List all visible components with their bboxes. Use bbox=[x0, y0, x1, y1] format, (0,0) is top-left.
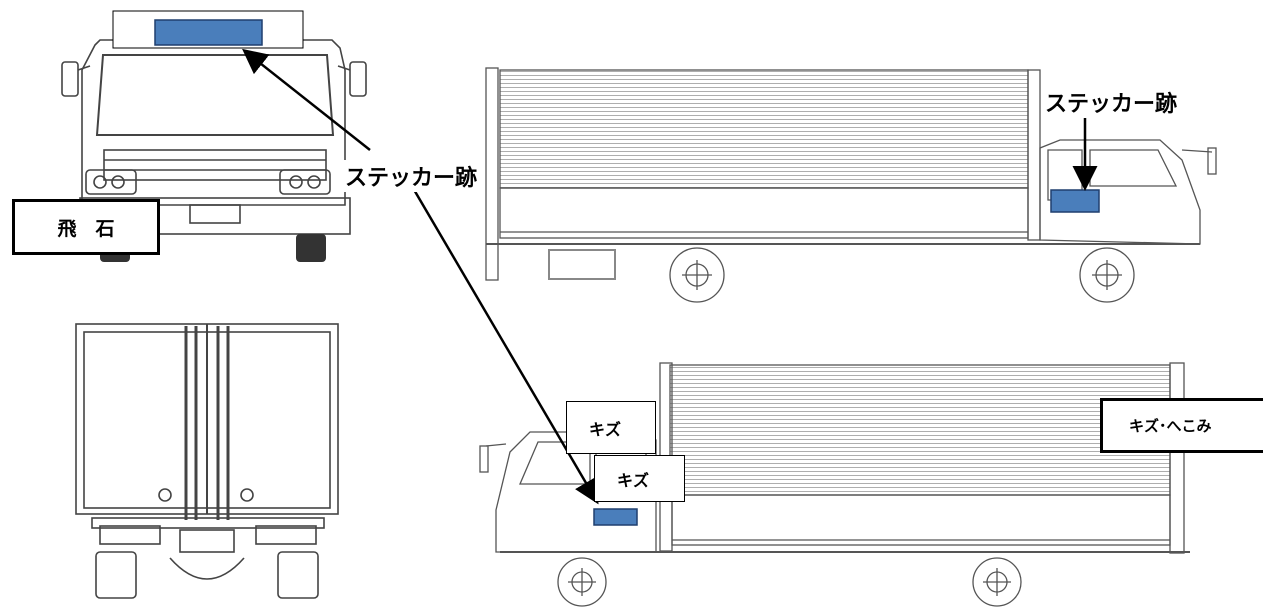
flying-stone-label: 飛 石 bbox=[12, 199, 160, 255]
front-sticker-marker bbox=[154, 19, 263, 46]
arrow-to-front-sticker bbox=[242, 48, 371, 151]
sticker-mark-label-2: ステッカー跡 bbox=[1043, 86, 1180, 118]
scratch-dent-label: キズ･へこみ bbox=[1100, 398, 1263, 453]
side1-rear-panel bbox=[548, 249, 616, 280]
scratch-label-2: キズ bbox=[594, 455, 685, 502]
scratch-dent-text: キズ･へこみ bbox=[1129, 417, 1212, 435]
scratch-text-1: キズ bbox=[589, 419, 622, 439]
scratch-label-1: キズ bbox=[566, 401, 656, 454]
side2-sticker-marker bbox=[593, 508, 638, 526]
side1-sticker-marker bbox=[1050, 189, 1100, 213]
truck-rear-view bbox=[75, 323, 339, 599]
scratch-text-2: キズ bbox=[617, 470, 650, 490]
truck-side-view-right bbox=[485, 67, 1217, 303]
sticker-mark-label-1: ステッカー跡 bbox=[343, 160, 480, 192]
arrow-to-side2-sticker bbox=[411, 187, 599, 505]
flying-stone-text: 飛 石 bbox=[57, 217, 115, 240]
